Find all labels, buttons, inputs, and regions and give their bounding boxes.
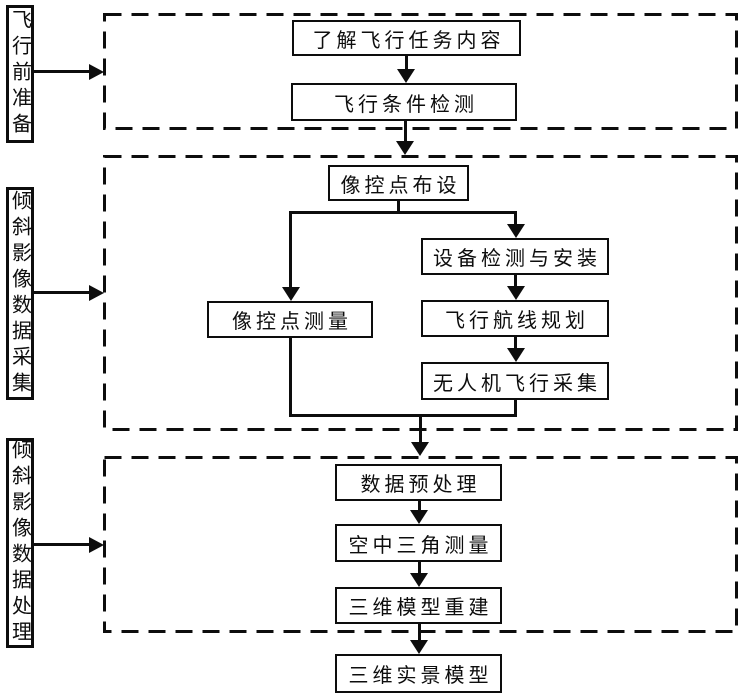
merge-horizontal-line <box>289 414 517 417</box>
stage1-side-label: 飞行前准备 <box>6 5 34 143</box>
connector-route-to-uav-arrowhead-icon <box>507 348 525 362</box>
split-horizontal-line <box>289 211 517 214</box>
stage1-label-arrowhead-icon <box>89 64 104 80</box>
node-understand-mission: 了解飞行任务内容 <box>292 20 521 56</box>
connector-reconstruction-to-final-arrowhead-icon <box>410 640 428 654</box>
merge-to-stage3-arrowhead-icon <box>411 442 429 456</box>
stage2-label-arrowhead-icon <box>89 285 104 301</box>
merge-right-drop-line <box>514 400 517 417</box>
split-right-arrowhead-icon <box>507 224 525 238</box>
connector-route-to-uav-line <box>514 337 517 350</box>
stage3-label-arrowhead-icon <box>89 537 104 553</box>
connector-triangulation-to-reconstruction-arrowhead-icon <box>410 573 428 587</box>
connector-check-to-layout-line <box>404 121 407 143</box>
node-3d-model-reconstruction: 三维模型重建 <box>335 587 502 624</box>
split-left-arrowhead-icon <box>282 287 300 301</box>
node-control-point-survey: 像控点测量 <box>207 301 373 338</box>
split-right-branch-line <box>514 211 517 226</box>
stage1-label-connector-line <box>34 70 91 73</box>
connector-preprocess-to-triangulation-line <box>418 501 421 513</box>
node-route-planning: 飞行航线规划 <box>421 300 609 337</box>
connector-check-to-layout-arrowhead-icon <box>396 141 414 155</box>
node-uav-flight-collection: 无人机飞行采集 <box>421 362 609 400</box>
node-final-3d-realscene-model: 三维实景模型 <box>335 654 502 693</box>
stage3-side-label: 倾斜影像数据处理 <box>6 438 34 648</box>
node-data-preprocessing: 数据预处理 <box>335 464 502 501</box>
stage1-dashed-frame <box>103 13 738 130</box>
split-stem-line <box>397 201 400 214</box>
connector-triangulation-to-reconstruction-line <box>418 562 421 575</box>
merge-to-stage3-line <box>419 414 422 444</box>
connector-equipment-to-route-arrowhead-icon <box>507 286 525 300</box>
node-equipment-check-install: 设备检测与安装 <box>421 238 609 275</box>
connector-reconstruction-to-final-line <box>418 624 421 642</box>
stage2-side-label: 倾斜影像数据采集 <box>6 187 34 400</box>
node-aerial-triangulation: 空中三角测量 <box>335 524 502 562</box>
connector-equipment-to-route-line <box>514 275 517 288</box>
split-left-branch-line <box>289 211 292 289</box>
connector-preprocess-to-triangulation-arrowhead-icon <box>410 510 428 524</box>
connector-mission-to-check-arrowhead-icon <box>397 69 415 83</box>
node-control-point-layout: 像控点布设 <box>328 165 469 201</box>
node-flight-condition-check: 飞行条件检测 <box>291 83 517 121</box>
connector-mission-to-check-line <box>405 56 408 72</box>
stage3-label-connector-line <box>34 543 91 546</box>
merge-left-drop-line <box>289 338 292 417</box>
stage2-label-connector-line <box>34 291 91 294</box>
